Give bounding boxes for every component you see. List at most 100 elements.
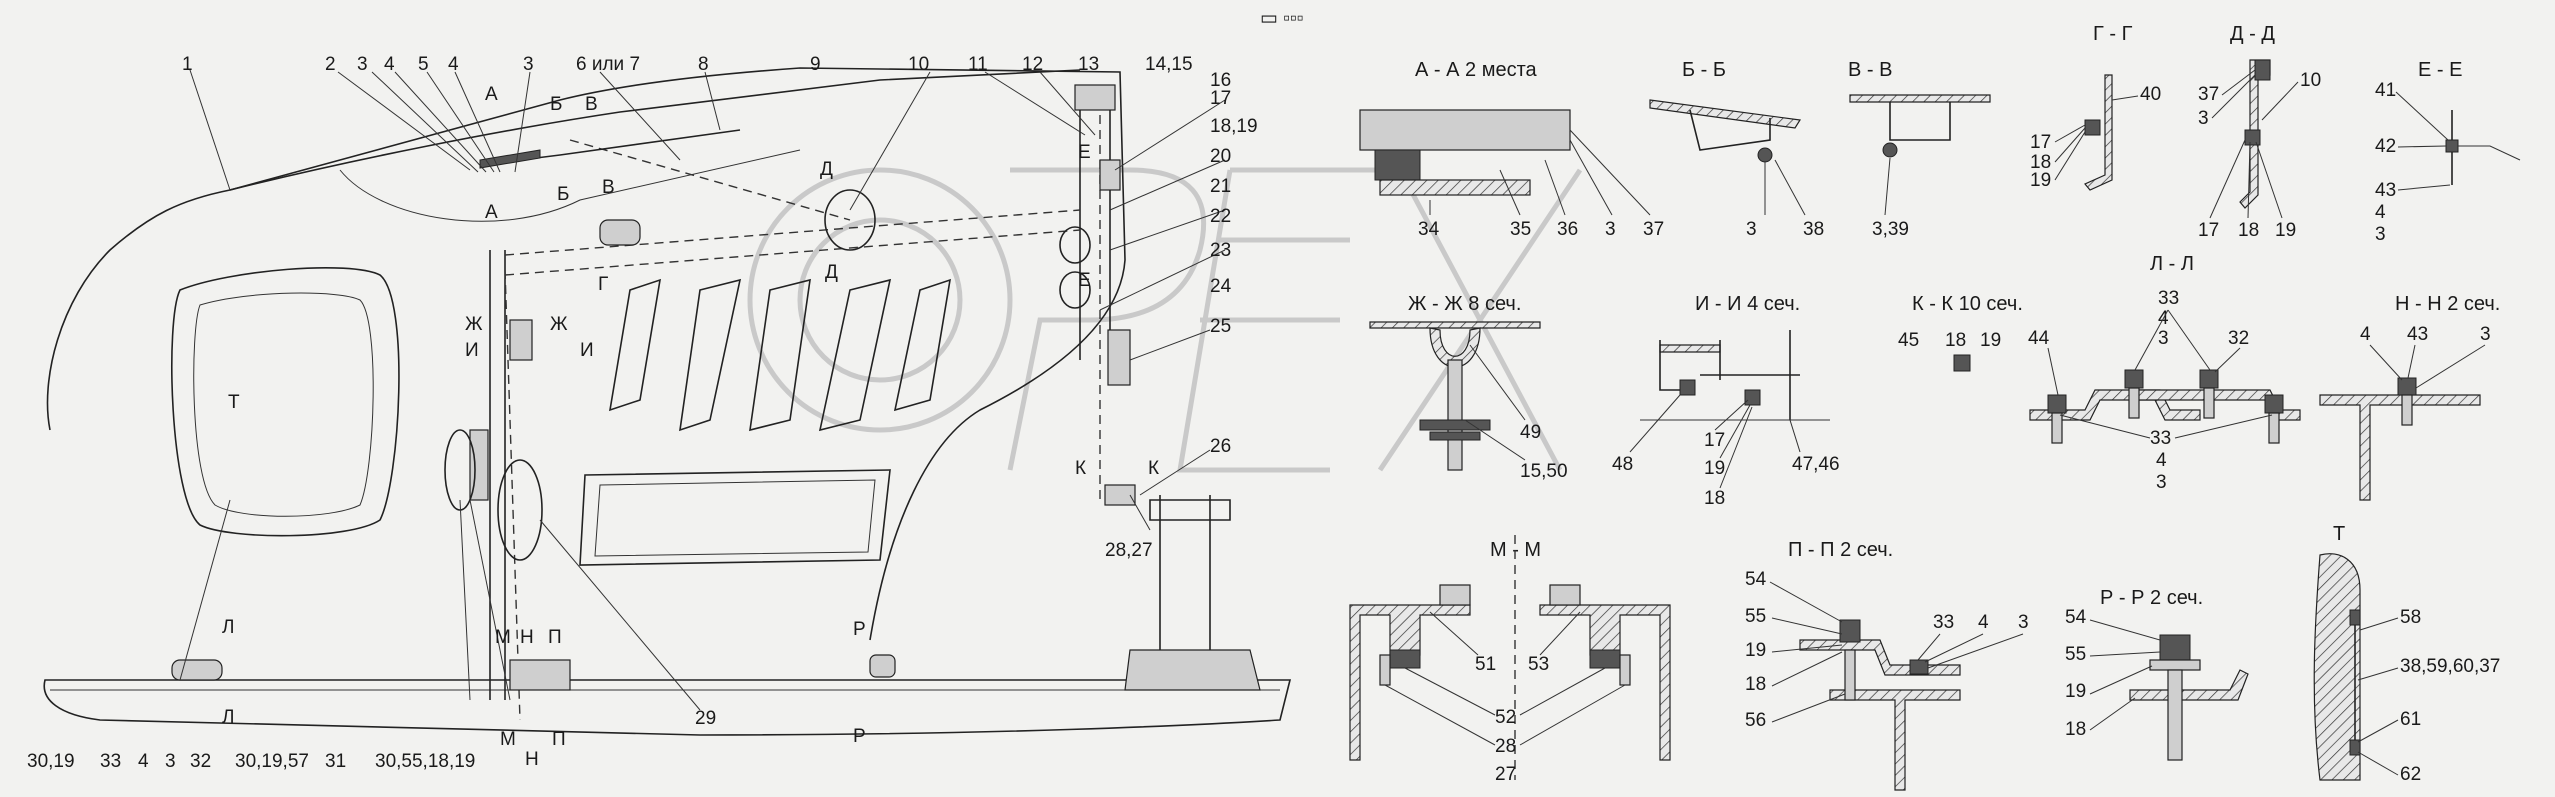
svg-text:28: 28	[1495, 736, 1516, 757]
callout-4b: 4	[448, 54, 459, 75]
svg-text:44: 44	[2028, 328, 2050, 349]
svg-text:К - К 10 сеч.: К - К 10 сеч.	[1912, 293, 2023, 315]
callout-4: 4	[384, 54, 395, 75]
callout-14-15: 14,15	[1145, 54, 1193, 75]
svg-text:Л: Л	[222, 617, 234, 638]
callout-12: 12	[1022, 54, 1043, 75]
svg-text:54: 54	[1745, 569, 1767, 590]
svg-text:Ж: Ж	[550, 314, 568, 335]
svg-text:Б: Б	[557, 184, 569, 205]
svg-text:62: 62	[2400, 764, 2421, 785]
svg-text:51: 51	[1475, 654, 1496, 675]
callout-1: 1	[182, 54, 193, 75]
svg-text:3: 3	[2018, 612, 2029, 633]
callout-30-19: 30,19	[27, 751, 75, 772]
svg-text:19: 19	[2030, 170, 2051, 191]
svg-text:Л - Л: Л - Л	[2150, 253, 2194, 275]
view-pp: П - П 2 сеч. 54 55 19 18 56 33 4 3	[1745, 539, 2029, 791]
view-aa: А - А 2 места 34 35 36 3 37	[1359, 59, 1664, 240]
svg-text:18: 18	[1704, 488, 1725, 509]
svg-text:М: М	[495, 627, 511, 648]
svg-text:3,39: 3,39	[1872, 219, 1909, 240]
svg-text:43: 43	[2375, 180, 2396, 201]
svg-text:55: 55	[2065, 644, 2086, 665]
svg-text:Н: Н	[525, 749, 539, 770]
svg-text:19: 19	[2275, 220, 2296, 241]
svg-text:53: 53	[1528, 654, 1549, 675]
view-rr: Р - Р 2 сеч. 54 55 19 18	[2065, 587, 2249, 761]
callout-13: 13	[1078, 54, 1099, 75]
svg-text:Т: Т	[228, 392, 240, 413]
view-gg: Г - Г 40 17 18 19	[2030, 23, 2161, 191]
callout-5: 5	[418, 54, 429, 75]
svg-text:Н: Н	[520, 627, 534, 648]
watermark	[747, 167, 1583, 473]
svg-text:58: 58	[2400, 607, 2421, 628]
svg-text:32: 32	[2228, 328, 2249, 349]
svg-text:33: 33	[1933, 612, 1954, 633]
svg-text:4: 4	[2360, 324, 2371, 345]
svg-text:3: 3	[1746, 219, 1757, 240]
svg-text:Е: Е	[1078, 270, 1091, 291]
svg-text:Н - Н 2 сеч.: Н - Н 2 сеч.	[2395, 293, 2500, 315]
svg-text:Д: Д	[825, 262, 838, 283]
callout-11: 11	[968, 54, 988, 75]
callout-6or7: 6 или 7	[576, 54, 640, 75]
callout-26: 26	[1210, 436, 1231, 457]
svg-text:Г - Г: Г - Г	[2093, 23, 2133, 45]
callout-28-27: 28,27	[1105, 540, 1153, 561]
svg-text:37: 37	[1643, 219, 1664, 240]
svg-text:42: 42	[2375, 136, 2396, 157]
view-kk: К - К 10 сеч. 45 18 19	[1898, 293, 2023, 372]
svg-text:4: 4	[1978, 612, 1989, 633]
svg-text:49: 49	[1520, 422, 1541, 443]
svg-text:18: 18	[2030, 152, 2051, 173]
svg-text:П: П	[552, 729, 566, 750]
svg-text:17: 17	[1704, 430, 1725, 451]
callout-29: 29	[695, 708, 716, 729]
callout-25: 25	[1210, 316, 1231, 337]
svg-text:55: 55	[1745, 606, 1766, 627]
svg-text:4: 4	[2375, 202, 2386, 223]
svg-text:Т: Т	[2333, 523, 2345, 545]
svg-text:17: 17	[2198, 220, 2219, 241]
svg-text:3: 3	[2480, 324, 2491, 345]
view-zhzh: Ж - Ж 8 сеч. 49 15,50	[1369, 293, 1568, 482]
callout-31: 31	[325, 751, 346, 772]
view-t: Т 58 38,59,60,37 61 62	[2313, 523, 2500, 785]
svg-text:И: И	[580, 340, 594, 361]
svg-text:33: 33	[2150, 428, 2171, 449]
svg-text:19: 19	[1980, 330, 2001, 351]
view-dd: Д - Д 37 3 10 17 18 19	[2198, 23, 2321, 241]
callout-30-55-18-19: 30,55,18,19	[375, 751, 475, 772]
svg-text:Р: Р	[853, 726, 866, 747]
svg-text:27: 27	[1495, 764, 1516, 785]
svg-text:П - П 2 сеч.: П - П 2 сеч.	[1788, 539, 1893, 561]
svg-text:43: 43	[2407, 324, 2428, 345]
svg-text:40: 40	[2140, 84, 2161, 105]
svg-text:Г: Г	[598, 274, 608, 295]
svg-text:4: 4	[2156, 450, 2167, 471]
svg-text:18: 18	[2238, 220, 2259, 241]
callout-16: 16	[1210, 70, 1231, 91]
svg-text:Е - Е: Е - Е	[2418, 59, 2462, 81]
svg-text:М: М	[500, 729, 516, 750]
callout-32: 32	[190, 751, 211, 772]
view-ee: Е - Е 41 42 43 4 3	[2375, 59, 2521, 245]
svg-text:3: 3	[2156, 472, 2167, 493]
svg-text:18: 18	[1745, 674, 1766, 695]
svg-text:56: 56	[1745, 710, 1766, 731]
svg-text:Ж: Ж	[465, 314, 483, 335]
svg-text:41: 41	[2375, 80, 2396, 101]
svg-text:19: 19	[1745, 640, 1766, 661]
svg-text:К: К	[1148, 458, 1159, 479]
svg-text:38,59,60,37: 38,59,60,37	[2400, 656, 2500, 677]
leaders	[179, 69, 1226, 711]
callout-8: 8	[698, 54, 709, 75]
svg-text:В: В	[585, 94, 598, 115]
svg-text:Р - Р 2 сеч.: Р - Р 2 сеч.	[2100, 587, 2203, 609]
svg-text:В - В: В - В	[1848, 59, 1892, 81]
main-callouts: 1 2 3 4 5 4 3 6 или 7 8 9 10 11 12 13 14…	[27, 54, 1258, 772]
svg-text:3: 3	[2198, 108, 2209, 129]
